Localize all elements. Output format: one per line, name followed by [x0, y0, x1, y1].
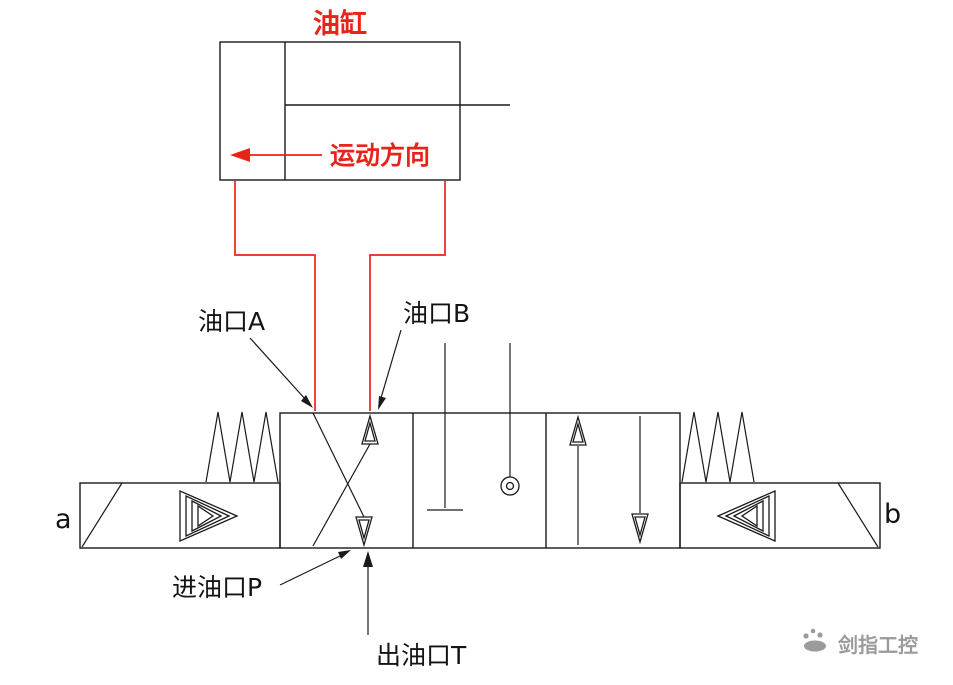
valve-outline [279, 412, 681, 549]
port-a-arrowhead-icon [301, 395, 313, 408]
red-pipe-port-a [234, 181, 316, 411]
cylinder-body [219, 41, 461, 181]
port-a-leader [249, 337, 307, 401]
solenoid-b-outline [679, 482, 881, 549]
port-a-callout: 油口A [198, 307, 313, 408]
red-pipe-port-b [369, 181, 446, 411]
inlet-p-callout: 进油口P [172, 550, 351, 602]
outlet-t-label: 出油口T [376, 641, 467, 670]
cylinder-assembly [219, 41, 510, 181]
cross-arrow-down-inner-icon [358, 519, 370, 541]
inlet-p-leader [279, 554, 343, 586]
parallel-flow-arrows [569, 414, 649, 545]
solenoid-a-triangle-icon [179, 490, 239, 542]
outlet-t-callout: 出油口T [363, 551, 467, 670]
solenoid-a-box [79, 482, 281, 549]
cross-line-to-t [312, 412, 365, 518]
port-b-leader [380, 329, 402, 399]
valve-body [279, 412, 681, 549]
solenoid-b-diagonal [837, 482, 879, 548]
solenoid-b-triangle-icon [716, 490, 776, 542]
solenoid-b-label: b [884, 499, 901, 530]
cross-line-to-b [312, 443, 371, 547]
solenoid-a-outline [79, 482, 281, 549]
solenoid-b-box [679, 482, 881, 549]
motion-direction-label: 运动方向 [330, 141, 430, 170]
solenoid-b-tri-4 [740, 504, 758, 528]
port-b-arrowhead-icon [378, 396, 386, 410]
solenoid-a-diagonal [81, 482, 123, 548]
motion-arrowhead-icon [230, 148, 250, 162]
watermark: 剑指工控 [803, 628, 918, 657]
watermark-text: 剑指工控 [837, 633, 918, 657]
spring-right [681, 411, 755, 483]
spring-left [205, 411, 279, 483]
motion-direction-annotation: 运动方向 [230, 141, 430, 170]
center-position-symbols [427, 343, 520, 511]
watermark-palm [804, 640, 826, 652]
watermark-hand-icon [803, 628, 826, 652]
cylinder-title: 油缸 [313, 8, 367, 40]
outlet-t-arrowhead-icon [363, 551, 373, 567]
center-orifice-inner-icon [505, 481, 515, 491]
cross-arrow-up-inner-icon [364, 420, 376, 442]
watermark-dot-2 [810, 628, 816, 634]
solenoid-a-label: a [55, 504, 72, 535]
inlet-p-arrowhead-icon [338, 550, 351, 559]
port-b-callout: 油口B [378, 299, 470, 410]
crossed-flow-arrows [312, 412, 379, 548]
parallel-arrow-down-inner-icon [634, 516, 646, 538]
port-a-label: 油口A [198, 307, 265, 336]
inlet-p-label: 进油口P [172, 573, 262, 602]
watermark-dot-1 [803, 633, 809, 639]
solenoid-a-tri-4 [197, 504, 215, 528]
port-b-label: 油口B [403, 299, 470, 328]
watermark-dot-3 [817, 632, 823, 638]
parallel-arrow-up-inner-icon [572, 421, 584, 443]
